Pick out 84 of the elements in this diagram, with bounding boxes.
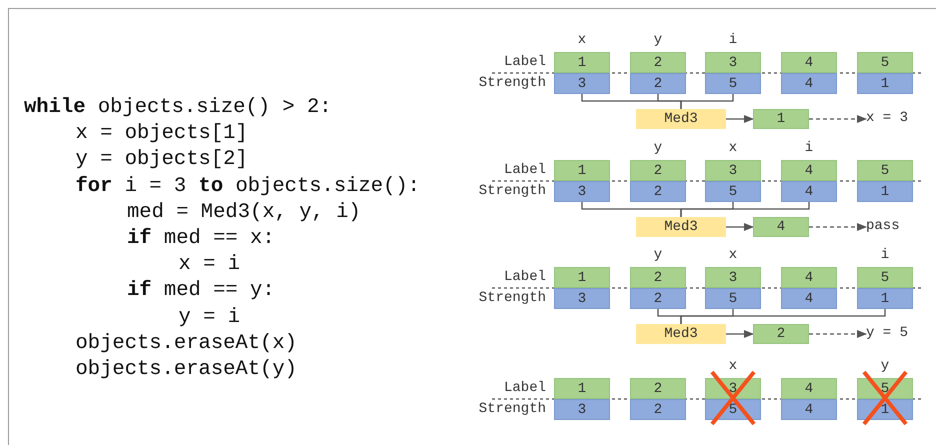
- code-line: while objects.size() > 2:: [24, 96, 332, 120]
- label-field: 5: [857, 160, 913, 181]
- arrow: [726, 330, 754, 338]
- strength-field: 1: [857, 73, 913, 94]
- row-label: Label: [504, 162, 546, 178]
- strength-field: 1: [857, 288, 913, 309]
- code-line: med = Med3(x, y, i): [127, 200, 361, 225]
- strength-field: 3: [554, 181, 610, 202]
- arrow: [726, 115, 754, 123]
- variable-name: x: [576, 32, 588, 48]
- strength-field: 5: [705, 181, 761, 202]
- result-field: 4: [753, 217, 809, 237]
- variable-name: x: [728, 140, 738, 156]
- strength-field: 3: [554, 73, 610, 94]
- arrow: [726, 223, 754, 231]
- result-note: y = 5: [866, 325, 908, 341]
- function-box: Med3: [636, 324, 726, 344]
- label-field: 1: [554, 160, 610, 181]
- result-note: pass: [866, 218, 900, 234]
- variable-name: i: [728, 32, 738, 48]
- strength-field: 4: [781, 181, 837, 202]
- strength-field: 4: [781, 399, 837, 420]
- label-field: 4: [781, 52, 837, 73]
- variable-name: y: [652, 140, 664, 156]
- code-line: objects.eraseAt(y): [76, 358, 297, 382]
- variable-name: i: [880, 247, 890, 263]
- label-field: 2: [630, 52, 686, 73]
- variable-name: y: [652, 247, 664, 263]
- strength-field: 2: [630, 288, 686, 309]
- strength-field: 4: [781, 73, 837, 94]
- label-field: 1: [554, 52, 610, 73]
- strength-field: 2: [630, 399, 686, 420]
- strength-field: 2: [630, 181, 686, 202]
- row-label: Label: [504, 380, 546, 396]
- label-field: 2: [630, 160, 686, 181]
- strength-field: 3: [554, 288, 610, 309]
- label-field: 1: [554, 267, 610, 288]
- variable-name: i: [804, 140, 814, 156]
- connector-line: [680, 309, 886, 324]
- label-field: 5: [857, 267, 913, 288]
- label-field: 2: [630, 267, 686, 288]
- variable-name: x: [728, 358, 738, 374]
- code-line: if med == x:: [127, 227, 275, 251]
- code-line: for i = 3 to objects.size():: [76, 174, 420, 199]
- variable-name: x: [728, 247, 738, 263]
- code-line: y = objects[2]: [76, 148, 248, 172]
- label-field: 2: [630, 378, 686, 399]
- code-line: y = i: [178, 306, 240, 330]
- row-label: Label: [504, 269, 546, 285]
- row-label: Strength: [478, 290, 546, 306]
- row-label: Strength: [478, 401, 546, 417]
- variable-name: y: [652, 32, 664, 48]
- label-field: 3: [705, 267, 761, 288]
- strength-field: 1: [857, 181, 913, 202]
- label-field: 4: [781, 160, 837, 181]
- arrow: [809, 115, 867, 123]
- label-field: 3: [705, 160, 761, 181]
- row-label: Label: [504, 54, 546, 70]
- label-field: 4: [781, 267, 837, 288]
- label-field: 1: [554, 378, 610, 399]
- label-field: 5: [857, 52, 913, 73]
- code-line: if med == y:: [127, 279, 275, 304]
- arrow: [809, 223, 867, 231]
- result-field: 1: [753, 109, 809, 129]
- variable-name: y: [880, 358, 890, 374]
- result-note: x = 3: [866, 110, 908, 126]
- row-label: Strength: [478, 75, 546, 91]
- arrow: [809, 330, 867, 338]
- label-field: 3: [705, 52, 761, 73]
- strength-field: 3: [554, 399, 610, 420]
- function-box: Med3: [636, 109, 726, 129]
- connector-line: [680, 202, 810, 217]
- result-field: 2: [753, 324, 809, 344]
- code-line: objects.eraseAt(x): [76, 332, 297, 356]
- row-label: Strength: [478, 183, 546, 199]
- strength-field: 5: [705, 73, 761, 94]
- code-line: x = objects[1]: [76, 122, 248, 146]
- connector-line: [680, 94, 734, 109]
- strength-field: 5: [705, 288, 761, 309]
- function-box: Med3: [636, 217, 726, 237]
- strength-field: 4: [781, 288, 837, 309]
- label-field: 4: [781, 378, 837, 399]
- code-line: x = i: [178, 253, 240, 278]
- strength-field: 2: [630, 73, 686, 94]
